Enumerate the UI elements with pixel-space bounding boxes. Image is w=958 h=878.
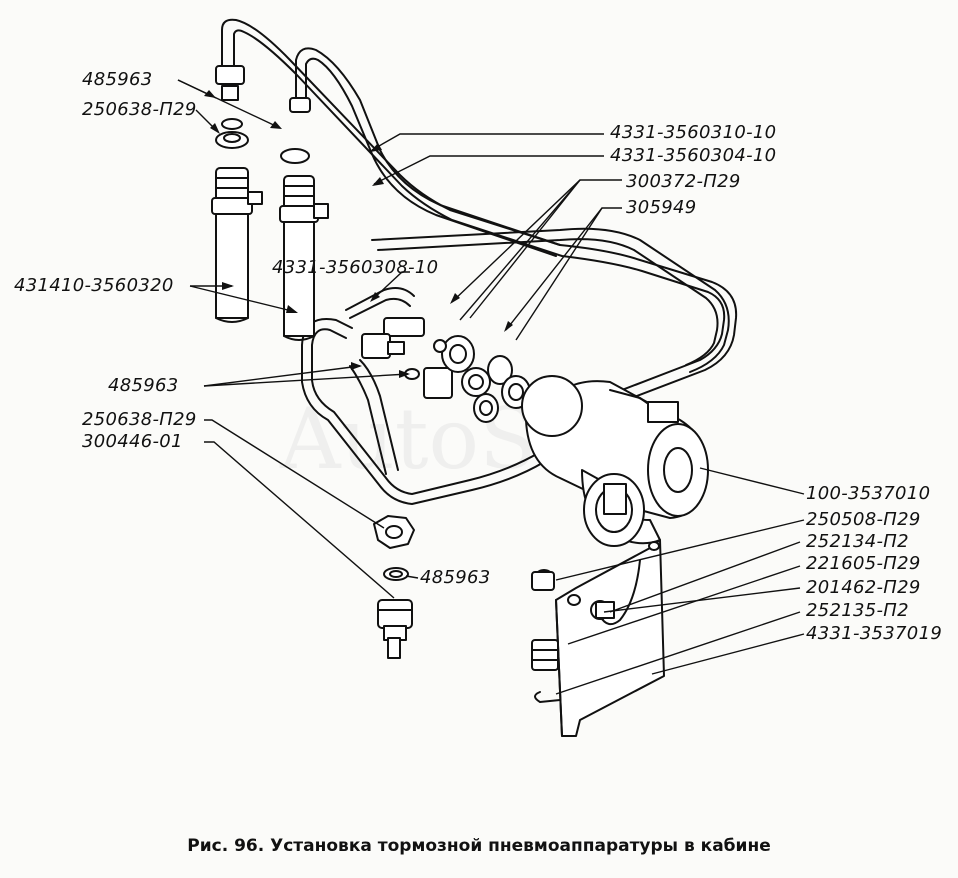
- hose-end-fittings: [211, 65, 329, 223]
- part-label-300372-p29: 300372-П29: [626, 171, 741, 192]
- brake-pipe-4331-3560304: [295, 47, 730, 373]
- part-label-485963-lower: 485963: [420, 567, 491, 588]
- lower-fittings: [373, 515, 415, 659]
- fasteners-right: [531, 569, 615, 703]
- part-label-4331-3560304-10: 4331-3560304-10: [610, 145, 777, 166]
- part-label-4331-3560310-10: 4331-3560310-10: [610, 122, 777, 143]
- part-label-485963-middle: 485963: [108, 375, 179, 396]
- part-label-485963-top: 485963: [82, 69, 153, 90]
- bracket-4331-3537019: [555, 539, 665, 737]
- part-label-250638-p29-lower: 250638-П29: [82, 409, 197, 430]
- leader-lines: [177, 79, 805, 695]
- part-label-250638-p29-top: 250638-П29: [82, 99, 197, 120]
- part-label-201462-p29: 201462-П29: [806, 577, 921, 598]
- part-label-250508-p29: 250508-П29: [806, 509, 921, 530]
- part-label-100-3537010: 100-3537010: [806, 483, 931, 504]
- part-label-431410-3560320: 431410-3560320: [14, 275, 174, 296]
- valve-100-3537010: [521, 375, 709, 547]
- part-label-300446-01: 300446-01: [82, 431, 183, 452]
- hose-431410-3560320: [215, 199, 315, 341]
- part-label-252134-p2: 252134-П2: [806, 531, 909, 552]
- part-label-252135-p2: 252135-П2: [806, 600, 909, 621]
- central-fittings: [361, 317, 531, 423]
- part-label-221605-p29: 221605-П29: [806, 553, 921, 574]
- part-label-4331-3560308-10: 4331-3560308-10: [272, 257, 439, 278]
- figure-caption: Рис. 96. Установка тормозной пневмоаппар…: [187, 836, 771, 856]
- part-label-305949: 305949: [626, 197, 697, 218]
- part-label-4331-3537019: 4331-3537019: [806, 623, 943, 644]
